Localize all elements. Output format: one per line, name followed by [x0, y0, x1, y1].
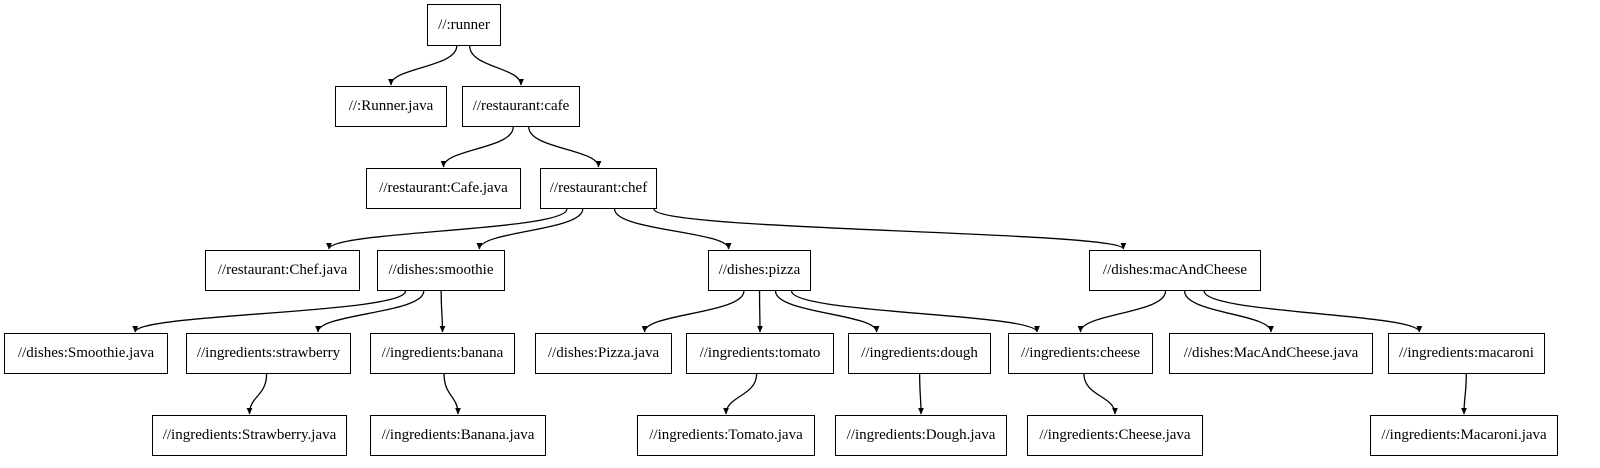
graph-node-label: //ingredients:Strawberry.java [162, 427, 337, 443]
graph-node-label: //dishes:Smoothie.java [17, 345, 155, 361]
graph-node-runner-java[interactable]: //:Runner.java [335, 86, 447, 127]
graph-node-dough[interactable]: //ingredients:dough [848, 333, 991, 374]
graph-node-smoothie-java[interactable]: //dishes:Smoothie.java [4, 333, 168, 374]
graph-node-label: //dishes:MacAndCheese.java [1183, 345, 1359, 361]
graph-node-cheese[interactable]: //ingredients:cheese [1008, 333, 1153, 374]
graph-node-smoothie[interactable]: //dishes:smoothie [377, 250, 505, 291]
graph-node-label: //ingredients:macaroni [1399, 345, 1534, 361]
graph-node-label: //:Runner.java [348, 98, 434, 114]
graph-node-label: //restaurant:cafe [472, 98, 570, 114]
graph-node-banana[interactable]: //ingredients:banana [370, 333, 515, 374]
graph-node-chef[interactable]: //restaurant:chef [540, 168, 657, 209]
graph-node-label: //ingredients:Cheese.java [1039, 427, 1191, 443]
graph-node-label: //ingredients:banana [381, 345, 504, 361]
graph-node-label: //ingredients:Banana.java [381, 427, 535, 443]
graph-node-tomato[interactable]: //ingredients:tomato [686, 333, 834, 374]
graph-node-label: //ingredients:Tomato.java [649, 427, 803, 443]
graph-node-macaroni[interactable]: //ingredients:macaroni [1388, 333, 1545, 374]
graph-node-label: //ingredients:strawberry [196, 345, 341, 361]
graph-node-strawberry[interactable]: //ingredients:strawberry [186, 333, 351, 374]
graph-node-pizza-java[interactable]: //dishes:Pizza.java [535, 333, 672, 374]
graph-node-tomato-java[interactable]: //ingredients:Tomato.java [637, 415, 815, 456]
graph-node-label: //ingredients:tomato [699, 345, 821, 361]
graph-node-macaroni-java[interactable]: //ingredients:Macaroni.java [1370, 415, 1558, 456]
graph-node-chef-java[interactable]: //restaurant:Chef.java [205, 250, 360, 291]
graph-node-label: //ingredients:Macaroni.java [1381, 427, 1547, 443]
graph-node-cafe-java[interactable]: //restaurant:Cafe.java [366, 168, 521, 209]
graph-node-cafe[interactable]: //restaurant:cafe [462, 86, 580, 127]
graph-node-label: //ingredients:Dough.java [846, 427, 996, 443]
graph-node-strawberry-java[interactable]: //ingredients:Strawberry.java [152, 415, 347, 456]
graph-node-label: //restaurant:chef [549, 180, 648, 196]
graph-node-label: //restaurant:Chef.java [217, 262, 348, 278]
graph-node-label: //dishes:Pizza.java [547, 345, 660, 361]
graph-node-label: //dishes:macAndCheese [1102, 262, 1248, 278]
graph-node-label: //dishes:smoothie [388, 262, 494, 278]
graph-node-macandcheese-java[interactable]: //dishes:MacAndCheese.java [1169, 333, 1373, 374]
graph-node-macandcheese[interactable]: //dishes:macAndCheese [1089, 250, 1261, 291]
graph-node-label: //ingredients:cheese [1020, 345, 1141, 361]
graph-node-banana-java[interactable]: //ingredients:Banana.java [370, 415, 546, 456]
graph-node-cheese-java[interactable]: //ingredients:Cheese.java [1027, 415, 1203, 456]
graph-node-label: //:runner [438, 16, 490, 33]
graph-node-label: //dishes:pizza [718, 262, 801, 278]
graph-node-label: //ingredients:dough [861, 345, 978, 361]
graph-node-dough-java[interactable]: //ingredients:Dough.java [835, 415, 1007, 456]
graph-node-label: //restaurant:Cafe.java [379, 180, 508, 196]
graph-node-runner[interactable]: //:runner [427, 4, 501, 46]
graph-node-pizza[interactable]: //dishes:pizza [708, 250, 811, 291]
